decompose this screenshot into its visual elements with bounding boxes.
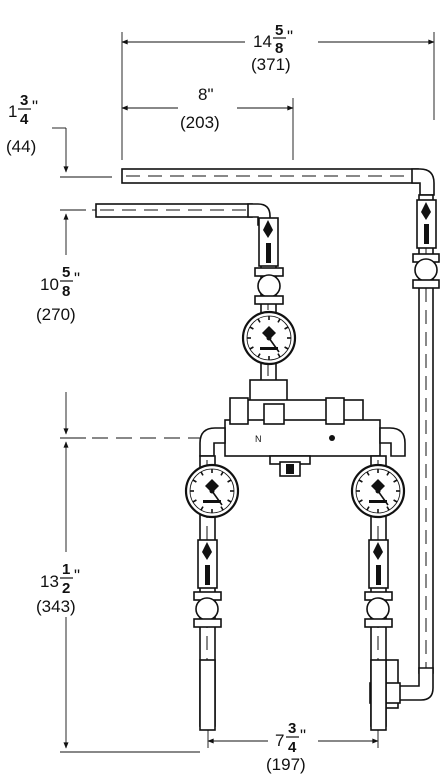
dim-top-spacing-den: 4 [20,111,29,128]
dim-overall-width-mm: (371) [251,55,291,74]
dim-top-spacing-mm: (44) [6,137,36,156]
gauge-upper [241,310,297,366]
dim-lower-height-mm: (343) [36,597,76,616]
ball-valve-right-upper [412,253,440,289]
mixing-valve-body: N [224,379,381,477]
dim-top-spacing-whole: 1 [8,102,17,121]
dim-overall-width-whole: 14 [253,32,272,51]
ball-valve-right-lower [364,591,393,628]
dim-bottom-width-den: 4 [288,739,297,756]
svg-text:N: N [255,434,262,444]
dim-lower-height-den: 2 [62,580,70,597]
dim-bottom-width-inch: " [300,726,306,745]
dim-lower-height: 13 1 2 " (343) [36,561,80,616]
dim-upper-height-num: 5 [62,264,70,281]
dim-overall-width-den: 8 [275,40,283,57]
indicator-right-lower [368,539,389,589]
dim-lower-height-inch: " [74,566,80,585]
dim-lower-height-whole: 13 [40,572,59,591]
gauge-left [184,463,240,519]
dim-upper-height-whole: 10 [40,275,59,294]
upper-inlet-pipe [95,203,271,226]
dim-inlet-offset: 8" (203) [180,85,220,132]
right-outlet-stub [370,659,387,731]
gauge-right [350,463,406,519]
dim-bottom-width-mm: (197) [266,755,306,774]
ball-valve-upper [254,267,284,305]
dim-inlet-offset-mm: (203) [180,113,220,132]
dim-bottom-width-num: 3 [288,720,296,737]
dim-top-spacing-inch: " [32,97,38,116]
dim-overall-width-num: 5 [275,22,283,39]
dim-overall-width: 14 5 8 " (371) [251,22,293,74]
dim-top-spacing: 1 3 4 " (44) [6,92,38,156]
top-horizontal-pipe [121,168,435,196]
dim-upper-height-den: 8 [62,283,70,300]
dim-overall-width-inch: " [287,27,293,46]
ball-valve-left-lower [193,591,222,628]
dim-bottom-width-whole: 7 [275,731,284,750]
gauges [184,310,406,519]
dim-upper-height-inch: " [74,269,80,288]
dim-top-spacing-num: 3 [20,92,28,109]
indicator-upper [258,217,279,267]
dim-lower-height-num: 1 [62,561,70,578]
indicator-left-lower [197,539,218,589]
indicator-right-upper [416,199,437,249]
dim-bottom-width: 7 3 4 " (197) [266,720,306,774]
left-outlet-stub [199,659,216,731]
dim-upper-height: 10 5 8 " (270) [36,264,80,324]
dim-inlet-offset-text: 8" [198,85,214,104]
dim-upper-height-mm: (270) [36,305,76,324]
